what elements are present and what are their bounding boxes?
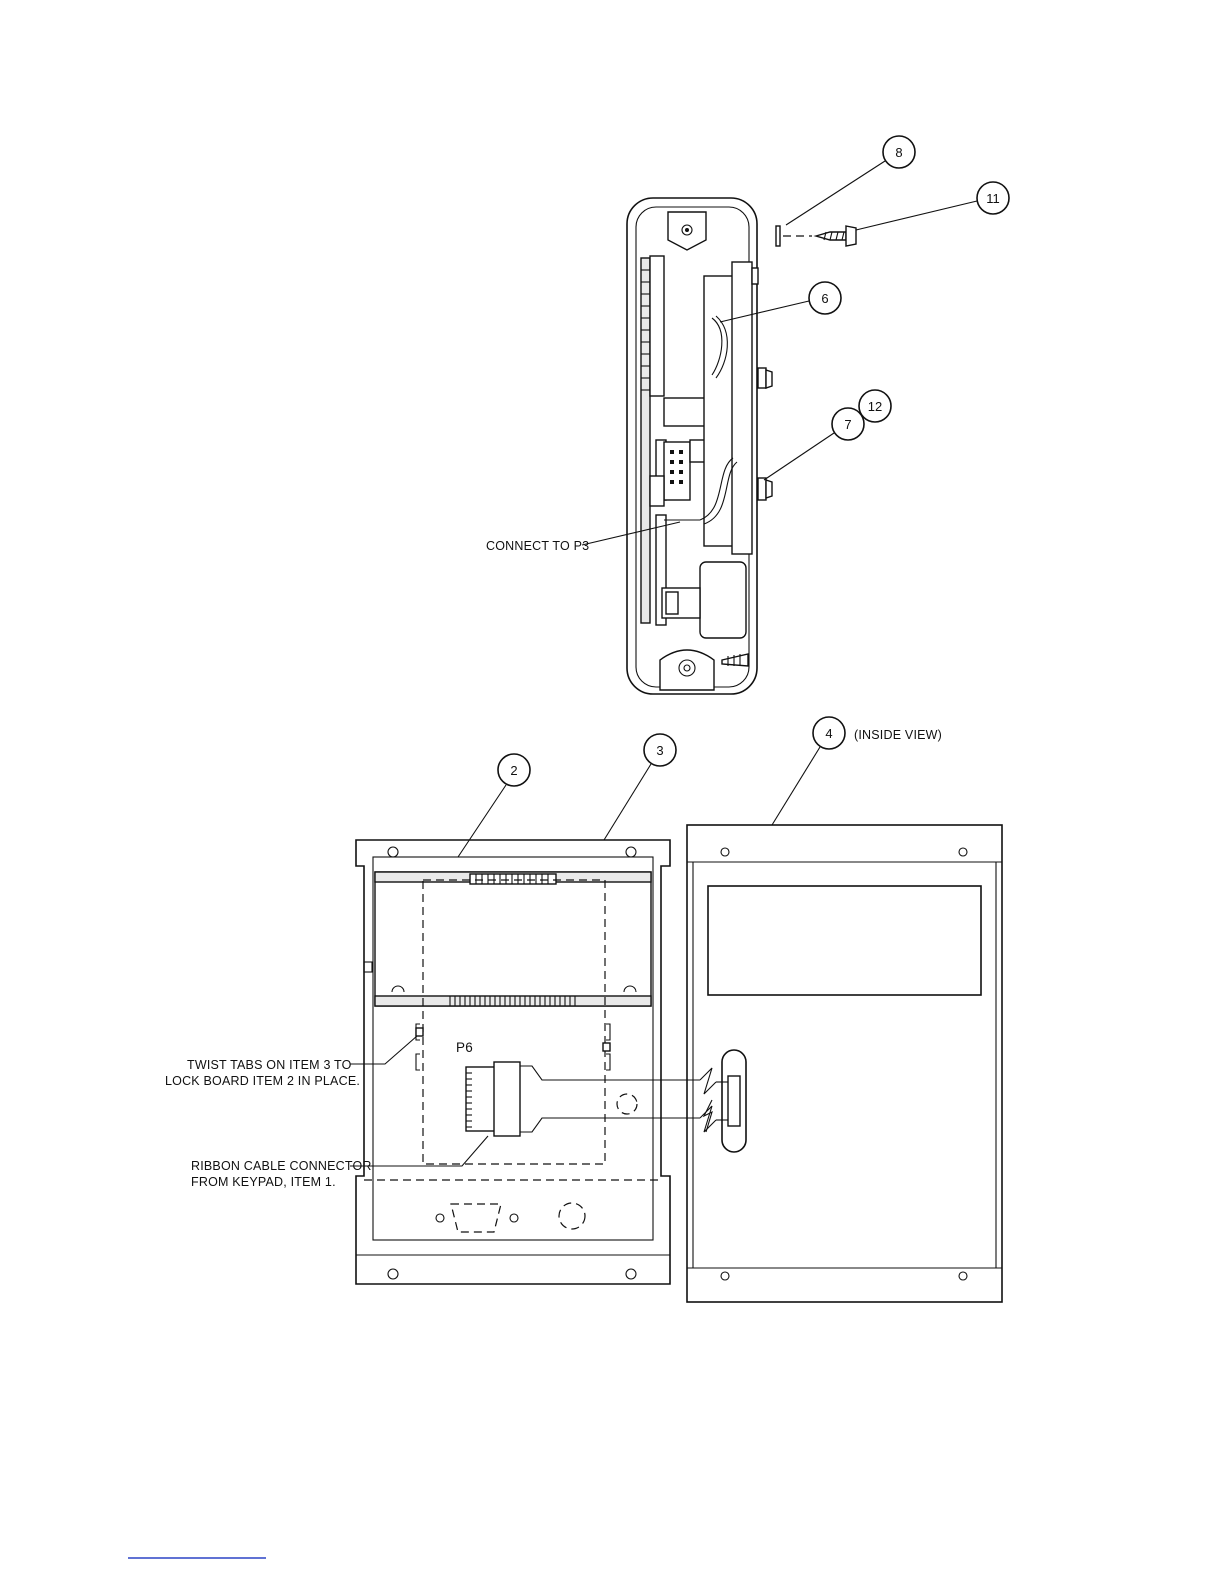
callout-6-text: 6 bbox=[821, 291, 828, 306]
callout-item-7: 7 bbox=[764, 408, 864, 480]
twist-tabs-leader bbox=[350, 1036, 417, 1064]
screw-item-11 bbox=[816, 226, 856, 246]
twist-tabs-note-line2: LOCK BOARD ITEM 2 IN PLACE. bbox=[165, 1074, 360, 1088]
callout-8-text: 8 bbox=[895, 145, 902, 160]
twist-tabs-note-line1: TWIST TABS ON ITEM 3 TO bbox=[187, 1058, 352, 1072]
circuit-board-item-2 bbox=[375, 872, 651, 1006]
ribbon-note-line2: FROM KEYPAD, ITEM 1. bbox=[191, 1175, 336, 1189]
ribbon-note-line1: RIBBON CABLE CONNECTOR bbox=[191, 1159, 372, 1173]
side-view-enclosure bbox=[627, 198, 772, 694]
washer-item-8 bbox=[776, 226, 780, 246]
callout-item-11: 11 bbox=[856, 182, 1009, 230]
callout-7-text: 7 bbox=[844, 417, 851, 432]
callout-item-3: 3 bbox=[604, 734, 676, 840]
callout-4-text: 4 bbox=[825, 726, 832, 741]
p6-label: P6 bbox=[456, 1040, 473, 1055]
ribbon-cable-connector bbox=[466, 1062, 728, 1136]
callout-item-12: 12 bbox=[859, 390, 891, 422]
connect-to-p3-label: CONNECT TO P3 bbox=[486, 539, 589, 553]
callout-item-2: 2 bbox=[458, 754, 530, 857]
callout-2-text: 2 bbox=[510, 763, 517, 778]
callout-11-text: 11 bbox=[986, 191, 1000, 206]
callout-12-text: 12 bbox=[868, 399, 882, 414]
callout-item-8: 8 bbox=[786, 136, 915, 225]
db9-connector-outline bbox=[436, 1203, 585, 1232]
callout-item-4: 4 bbox=[772, 717, 845, 825]
callout-3-text: 3 bbox=[656, 743, 663, 758]
cover-item-4 bbox=[687, 825, 1002, 1302]
display-window bbox=[708, 886, 981, 995]
inside-view-label: (INSIDE VIEW) bbox=[854, 728, 942, 742]
